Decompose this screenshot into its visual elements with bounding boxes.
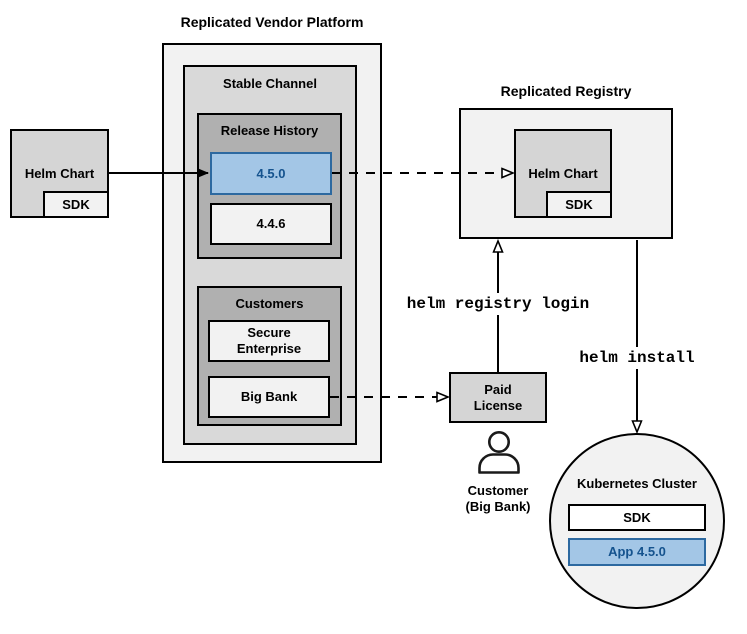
release-item-4-5-0: 4.5.0 [210,152,332,195]
vendor-platform-title: Replicated Vendor Platform [180,14,364,30]
helm-install-label: helm install [560,347,714,369]
vendor-sdk-box: SDK [43,191,109,218]
customer-label: Customer (Big Bank) [438,483,558,515]
customer-item-secure-enterprise: Secure Enterprise [208,320,330,362]
customers-title: Customers [235,296,304,311]
customer-label-line2: (Big Bank) [465,499,531,514]
registry-title: Replicated Registry [500,83,632,99]
release-item-4-4-6: 4.4.6 [210,203,332,245]
customer-item-big-bank: Big Bank [208,376,330,418]
cluster-app-box: App 4.5.0 [568,538,706,566]
registry-sdk-box: SDK [546,191,612,218]
stable-channel-title: Stable Channel [223,76,317,91]
kubernetes-cluster-title: Kubernetes Cluster [577,476,697,491]
cluster-sdk-box: SDK [568,504,706,531]
paid-license-label: Paid License [473,381,523,413]
customer-label-line1: Customer [467,483,529,498]
helm-registry-login-label: helm registry login [400,293,596,315]
customer-item-label: Secure Enterprise [236,325,302,356]
release-history-title: Release History [220,123,319,138]
paid-license-box: Paid License [449,372,547,423]
